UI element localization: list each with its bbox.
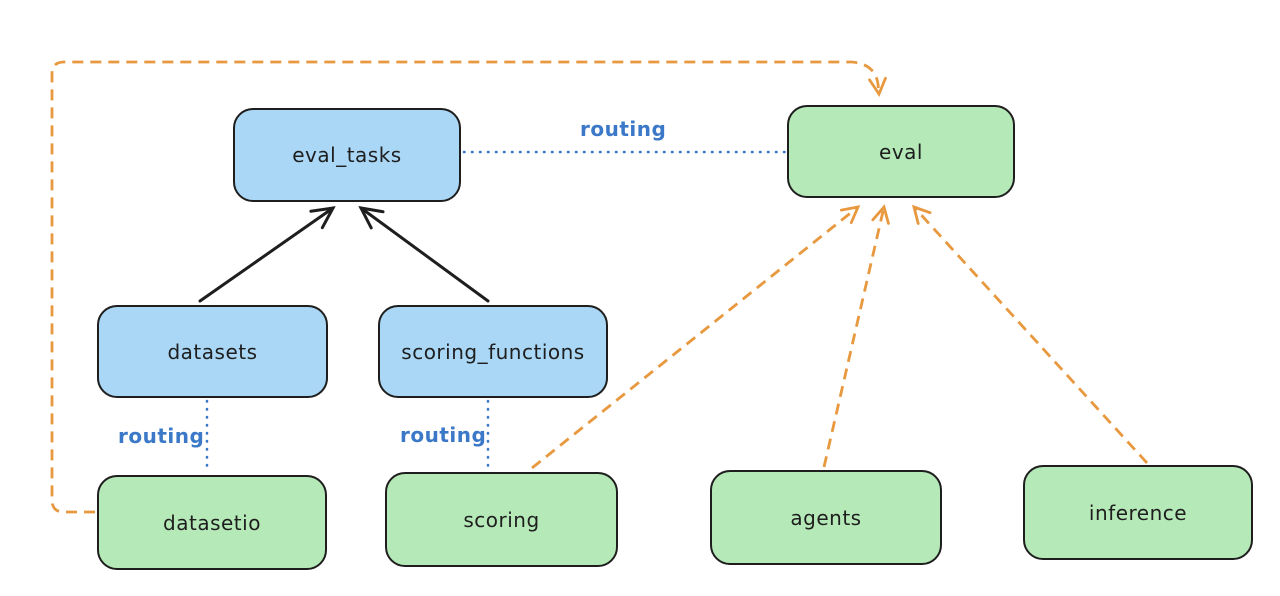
node-scoring_functions-label: scoring_functions	[401, 339, 585, 364]
node-scoring-label: scoring	[463, 507, 540, 532]
edge-agents-to-eval	[822, 204, 890, 468]
node-datasets: datasets	[97, 305, 328, 398]
edge-datasets-to-eval_tasks	[198, 206, 336, 303]
node-inference-label: inference	[1088, 500, 1188, 525]
node-datasets-label: datasets	[167, 339, 258, 364]
node-eval: eval	[787, 105, 1015, 198]
edge-scoring-to-eval	[531, 205, 861, 470]
edge-scoring_functions-to-eval_tasks	[358, 206, 490, 303]
routing-label-eval_tasks-eval: routing	[580, 117, 667, 141]
node-agents: agents	[710, 470, 942, 565]
node-eval_tasks: eval_tasks	[233, 108, 461, 202]
node-scoring: scoring	[385, 472, 618, 567]
routing-label-datasets-datasetio: routing	[118, 424, 205, 448]
node-eval_tasks-label: eval_tasks	[292, 143, 402, 167]
edge-datasetio-to-eval	[50, 60, 887, 514]
node-inference: inference	[1023, 465, 1253, 560]
node-eval-label: eval	[879, 139, 923, 164]
node-datasetio: datasetio	[97, 475, 327, 570]
edge-inference-to-eval	[911, 204, 1149, 464]
node-datasetio-label: datasetio	[163, 510, 261, 535]
node-agents-label: agents	[790, 505, 862, 530]
routing-label-scoring_functions-scoring: routing	[400, 423, 487, 447]
node-scoring_functions: scoring_functions	[378, 305, 608, 398]
